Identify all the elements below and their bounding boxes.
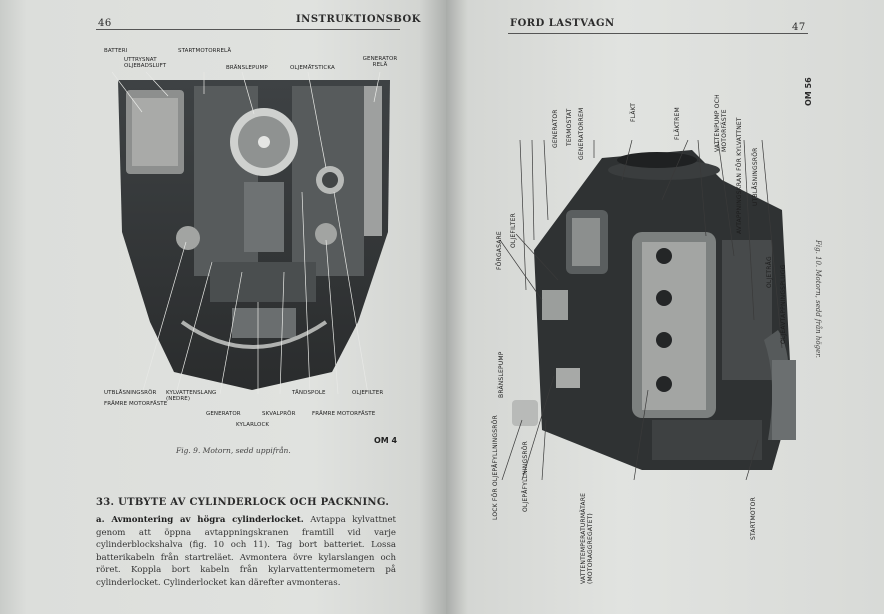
label-kylarlock: KYLARLOCK xyxy=(236,422,270,428)
vlabel-generatorrem: GENERATORREM xyxy=(578,107,585,160)
vlabel-oljepafyllningsror: OLJEPÅFYLLNINGSRÖR xyxy=(522,440,529,512)
label-skvalpror: SKVALPRÖR xyxy=(262,411,296,417)
vlabel-vattenpump: VATTENPUMP OCH MOTORFÄSTE xyxy=(714,94,728,152)
right-page-number: 47 xyxy=(792,22,806,33)
vlabel-avtappningskran: AVTAPPNINGSKRAN FÖR KYLVATTNET xyxy=(736,117,743,234)
vlabel-flaktrem: FLÄKTREM xyxy=(674,107,681,140)
label-tandspole: TÄNDSPOLE xyxy=(292,390,326,396)
label-batteri: BATTERI xyxy=(104,48,128,54)
right-figure-caption: Fig. 10. Motorn, sedd från höger. xyxy=(814,240,822,359)
vlabel-generator: GENERATOR xyxy=(552,109,559,148)
vlabel-bransleprump: BRÄNSLEPUMP xyxy=(498,351,505,398)
right-figure-code: OM 56 xyxy=(804,77,813,106)
label-startmotorrela: STARTMOTORRELÄ xyxy=(178,48,232,54)
paragraph-label: a. Avmontering av högra cylinderlocket. xyxy=(96,515,304,525)
left-header-rule xyxy=(96,29,400,30)
engine-side-view-photo xyxy=(499,140,796,480)
left-page: 46 INSTRUKTIONSBOK BATTERI UTTRYSNAT OLJ… xyxy=(0,0,446,614)
label-bransleprump-top: BRÄNSLEPUMP xyxy=(226,65,268,71)
vlabel-utblasningsror: UTBLÅSNINGSRÖR xyxy=(752,147,759,207)
right-page-header: FORD LASTVAGN xyxy=(510,18,615,29)
vlabel-lock-oljepafyllningsror: LOCK FÖR OLJEPÅFYLLNINGSRÖR xyxy=(492,415,499,520)
left-page-number: 46 xyxy=(98,18,112,29)
left-page-header: INSTRUKTIONSBOK xyxy=(296,14,421,25)
right-header-rule xyxy=(508,33,808,34)
label-generator-rela: GENERATOR RELÄ xyxy=(362,56,398,68)
paragraph-text: Avtappa kylvattnet genom att öppna avtap… xyxy=(96,515,397,588)
section-paragraph: a. Avmontering av högra cylinderlocket. … xyxy=(96,514,396,590)
engine-top-view-photo xyxy=(112,72,390,394)
vlabel-vattentemperaturmatare: VATTENTEMPERATURMÄTARE (MOTORAGGREGATET) xyxy=(580,492,594,584)
left-figure-caption: Fig. 9. Motorn, sedd uppifrån. xyxy=(176,446,291,455)
vlabel-termostat: TERMOSTAT xyxy=(566,108,573,146)
label-framre-motorfaste-right: FRÄMRE MOTORFÄSTE xyxy=(312,411,376,417)
label-generator-left: GENERATOR xyxy=(206,411,241,417)
vlabel-oljeavtappningsplugg: OLJEAVTAPPNINGSPLUGG xyxy=(780,264,787,344)
label-oljefilter-left: OLJEFILTER xyxy=(352,390,384,396)
vlabel-oljetrag: OLJETRÅG xyxy=(766,256,773,288)
section-title: 33. UTBYTE AV CYLINDERLOCK OCH PACKNING. xyxy=(96,497,390,508)
vlabel-forgasare: FÖRGASARE xyxy=(496,231,503,270)
vlabel-oljefilter: OLJEFILTER xyxy=(510,213,517,248)
right-page: FORD LASTVAGN 47 xyxy=(446,0,884,614)
label-oljematsticka: OLJEMÄTSTICKA xyxy=(290,65,335,71)
label-kylvattenslang: KYLVATTENSLANG (NEDRE) xyxy=(166,390,217,402)
left-figure-code: OM 4 xyxy=(374,436,398,445)
vlabel-startmotor: STARTMOTOR xyxy=(750,497,757,540)
label-framre-motorfaste-left: FRÄMRE MOTORFÄSTE xyxy=(104,401,168,407)
vlabel-flakt: FLÄKT xyxy=(630,102,637,122)
label-utblasningsror-left: UTBLÅSNINGSRÖR xyxy=(104,390,157,396)
label-oljebadsluft: UTTRYSNAT OLJEBADSLUFT xyxy=(124,57,167,69)
